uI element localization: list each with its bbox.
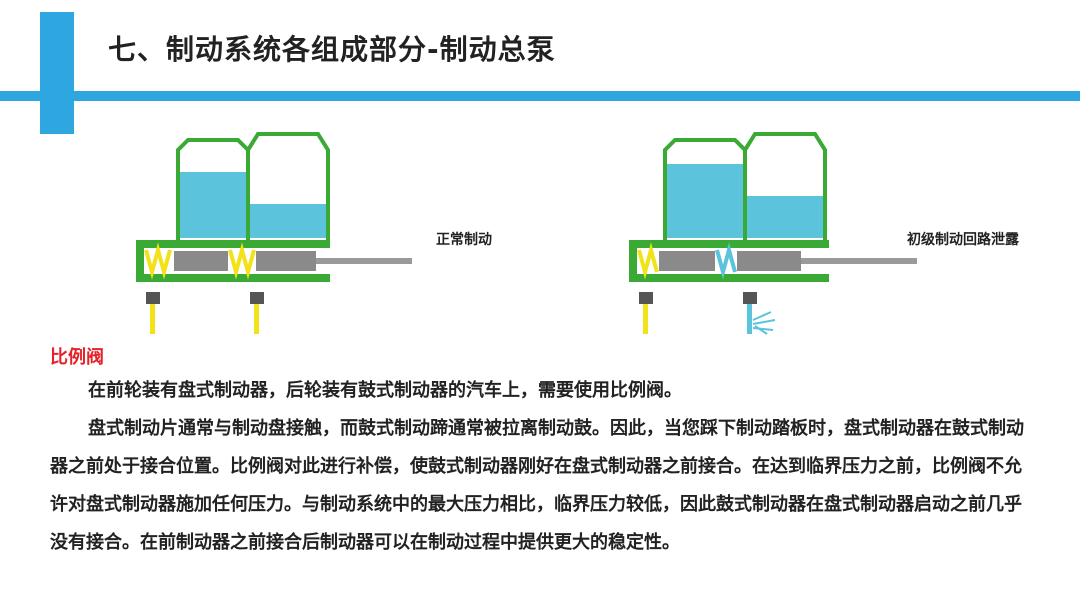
push-rod — [316, 258, 412, 264]
primary-piston — [174, 251, 228, 271]
fluid-level — [667, 164, 743, 238]
paragraph: 盘式制动片通常与制动盘接触，而鼓式制动蹄通常被拉离制动鼓。因此，当您踩下制动踏板… — [50, 418, 1024, 553]
spring — [144, 242, 172, 280]
section-heading: 比例阀 — [50, 347, 104, 368]
accent-bar — [40, 12, 74, 134]
brake-line — [150, 304, 155, 334]
spring — [637, 242, 659, 280]
header-rule — [0, 91, 1080, 101]
fluid-level — [250, 204, 326, 238]
secondary-piston — [256, 251, 316, 271]
fluid-level — [180, 172, 246, 238]
primary-piston — [737, 251, 801, 271]
secondary-piston — [659, 251, 715, 271]
outlet-port — [743, 292, 757, 304]
figure-label-leak: 初级制动回路泄露 — [907, 232, 1019, 248]
leak-spray — [752, 311, 776, 335]
reservoir-outline — [743, 132, 827, 240]
spring — [715, 242, 737, 280]
brake-line — [254, 304, 259, 334]
master-cylinder-diagram-leak — [629, 132, 917, 335]
figure-label-normal: 正常制动 — [436, 232, 492, 248]
fluid-level — [747, 196, 823, 238]
slide-title: 七、制动系统各组成部分-制动总泵 — [108, 33, 556, 66]
spring — [228, 242, 256, 280]
reservoir-outline — [246, 132, 330, 240]
outlet-port — [639, 292, 653, 304]
brake-line-leaking — [747, 304, 752, 334]
paragraph: 在前轮装有盘式制动器，后轮装有鼓式制动器的汽车上，需要使用比例阀。 — [88, 380, 682, 401]
master-cylinder-diagram-normal — [136, 132, 412, 334]
outlet-port — [250, 292, 264, 304]
outlet-port — [146, 292, 160, 304]
brake-line — [643, 304, 648, 334]
push-rod — [801, 258, 917, 264]
